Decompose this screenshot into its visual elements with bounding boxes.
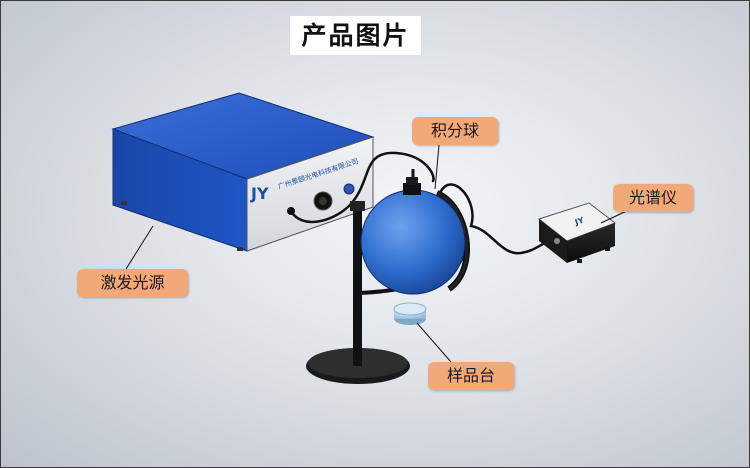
label-integrating-sphere: 积分球 [412, 117, 498, 145]
svg-text:JY: JY [250, 184, 269, 203]
laser-source-unit: JY 广州景颐光电科技有限公司 [111, 92, 375, 252]
integrating-sphere [360, 169, 470, 295]
fiber-cables [289, 151, 559, 255]
label-sample-stage: 样品台 [428, 362, 514, 390]
stand [306, 201, 465, 384]
spectrometer-unit: JY [537, 202, 617, 263]
label-spectrometer: 光谱仪 [613, 184, 693, 212]
indicator-light [343, 183, 355, 195]
label-laser-source: 激发光源 [77, 269, 188, 297]
sample-pad [393, 302, 427, 325]
device-logo: JY [250, 184, 269, 203]
spectrometer-logo: JY [573, 216, 585, 228]
page-title: 产品图片 [290, 16, 421, 55]
